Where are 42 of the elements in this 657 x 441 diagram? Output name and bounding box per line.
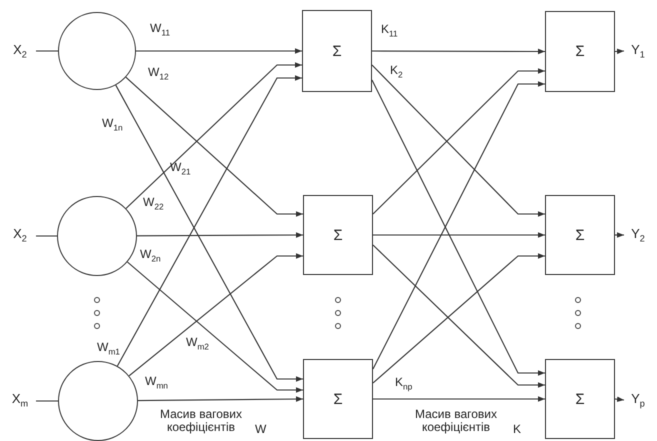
arrow <box>615 232 624 238</box>
weight-label: W$_{2n}$ <box>140 248 161 264</box>
weight-label: W$_{m2}$ <box>186 336 209 352</box>
output-label: Y$_{2}$ <box>626 226 650 244</box>
connector-line <box>36 235 57 237</box>
summation-box: Σ <box>545 195 615 275</box>
weight-label: W$_{12}$ <box>148 66 169 82</box>
array-caption: Масив вагових коефіцієнтів <box>414 408 498 434</box>
weight-label: W <box>255 423 266 436</box>
output-label: Y$_{p}$ <box>626 391 650 409</box>
weight-label: W$_{m1}$ <box>97 341 120 357</box>
arrow <box>136 48 302 54</box>
input-label: X$_{m}$ <box>8 391 32 409</box>
summation-box: Σ <box>545 11 615 92</box>
array-caption: Масив вагових коефіцієнтів <box>159 408 243 434</box>
summation-box: Σ <box>302 10 372 92</box>
arrow <box>372 48 545 54</box>
arrow <box>614 48 624 54</box>
weight-label: W$_{21}$ <box>170 161 191 177</box>
arrow <box>137 232 303 238</box>
weight-label: K$_{11}$ <box>381 23 398 39</box>
input-label: X$_{2}$ <box>8 42 32 60</box>
output-label: Y$_{1}$ <box>626 42 650 60</box>
summation-box: Σ <box>303 195 373 275</box>
arrow <box>373 232 545 238</box>
weight-label: W$_{1n}$ <box>102 117 123 133</box>
summation-box: Σ <box>303 359 373 439</box>
summation-box: Σ <box>545 359 615 439</box>
connector-line <box>36 400 58 402</box>
connector-line <box>36 50 58 52</box>
arrow <box>373 396 545 402</box>
weight-label: W$_{22}$ <box>143 196 164 212</box>
arrow <box>614 396 624 402</box>
arrow <box>127 262 303 393</box>
weight-label: K$_{2}$ <box>390 64 403 80</box>
weight-label: K$_{np}$ <box>395 376 412 392</box>
input-label: X$_{2}$ <box>8 226 32 244</box>
arrow <box>138 396 303 402</box>
arrow <box>128 253 303 376</box>
weight-label: W$_{mn}$ <box>145 375 168 391</box>
weight-label: K <box>513 423 522 436</box>
weight-label: W$_{11}$ <box>150 22 170 38</box>
